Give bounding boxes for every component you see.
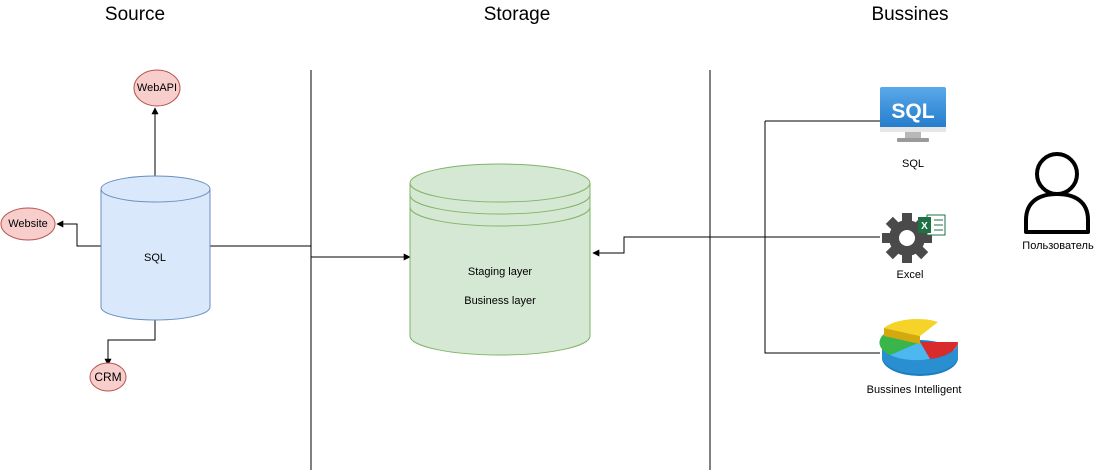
source-sql-label: SQL: [143, 252, 167, 264]
crm-label: CRM: [94, 370, 122, 384]
storage-database[interactable]: [409, 163, 591, 356]
crm-node[interactable]: [89, 362, 127, 392]
sql-monitor-icon: SQL: [880, 87, 946, 142]
column-title-business: Bussines: [871, 4, 949, 25]
source-sql-database[interactable]: [100, 175, 211, 321]
svg-text:X: X: [921, 221, 928, 232]
excel-gear-icon: X: [882, 213, 946, 263]
connector-sql-to-crm: [104, 320, 156, 366]
connector-sql-to-website: [56, 220, 101, 247]
user-label: Пользователь: [1022, 240, 1094, 252]
bi-pie-chart-icon: [879, 318, 958, 376]
bi-label: Bussines Intelligent: [866, 384, 962, 396]
webapi-label: WebAPI: [136, 82, 178, 94]
connector-business-to-storage: [593, 120, 880, 354]
user-icon: [1024, 152, 1090, 234]
website-node[interactable]: [0, 207, 56, 241]
business-layer-label: Business layer: [464, 295, 536, 307]
column-title-storage: Storage: [483, 4, 551, 25]
staging-layer-label: Staging layer: [467, 266, 533, 278]
sql-icon-text: SQL: [891, 100, 934, 123]
sql-label: SQL: [901, 158, 925, 170]
excel-label: Excel: [896, 269, 924, 281]
website-label: Website: [8, 218, 48, 230]
column-title-source: Source: [104, 4, 166, 25]
connector-sql-to-storage: [210, 245, 411, 261]
webapi-node[interactable]: [133, 69, 181, 107]
